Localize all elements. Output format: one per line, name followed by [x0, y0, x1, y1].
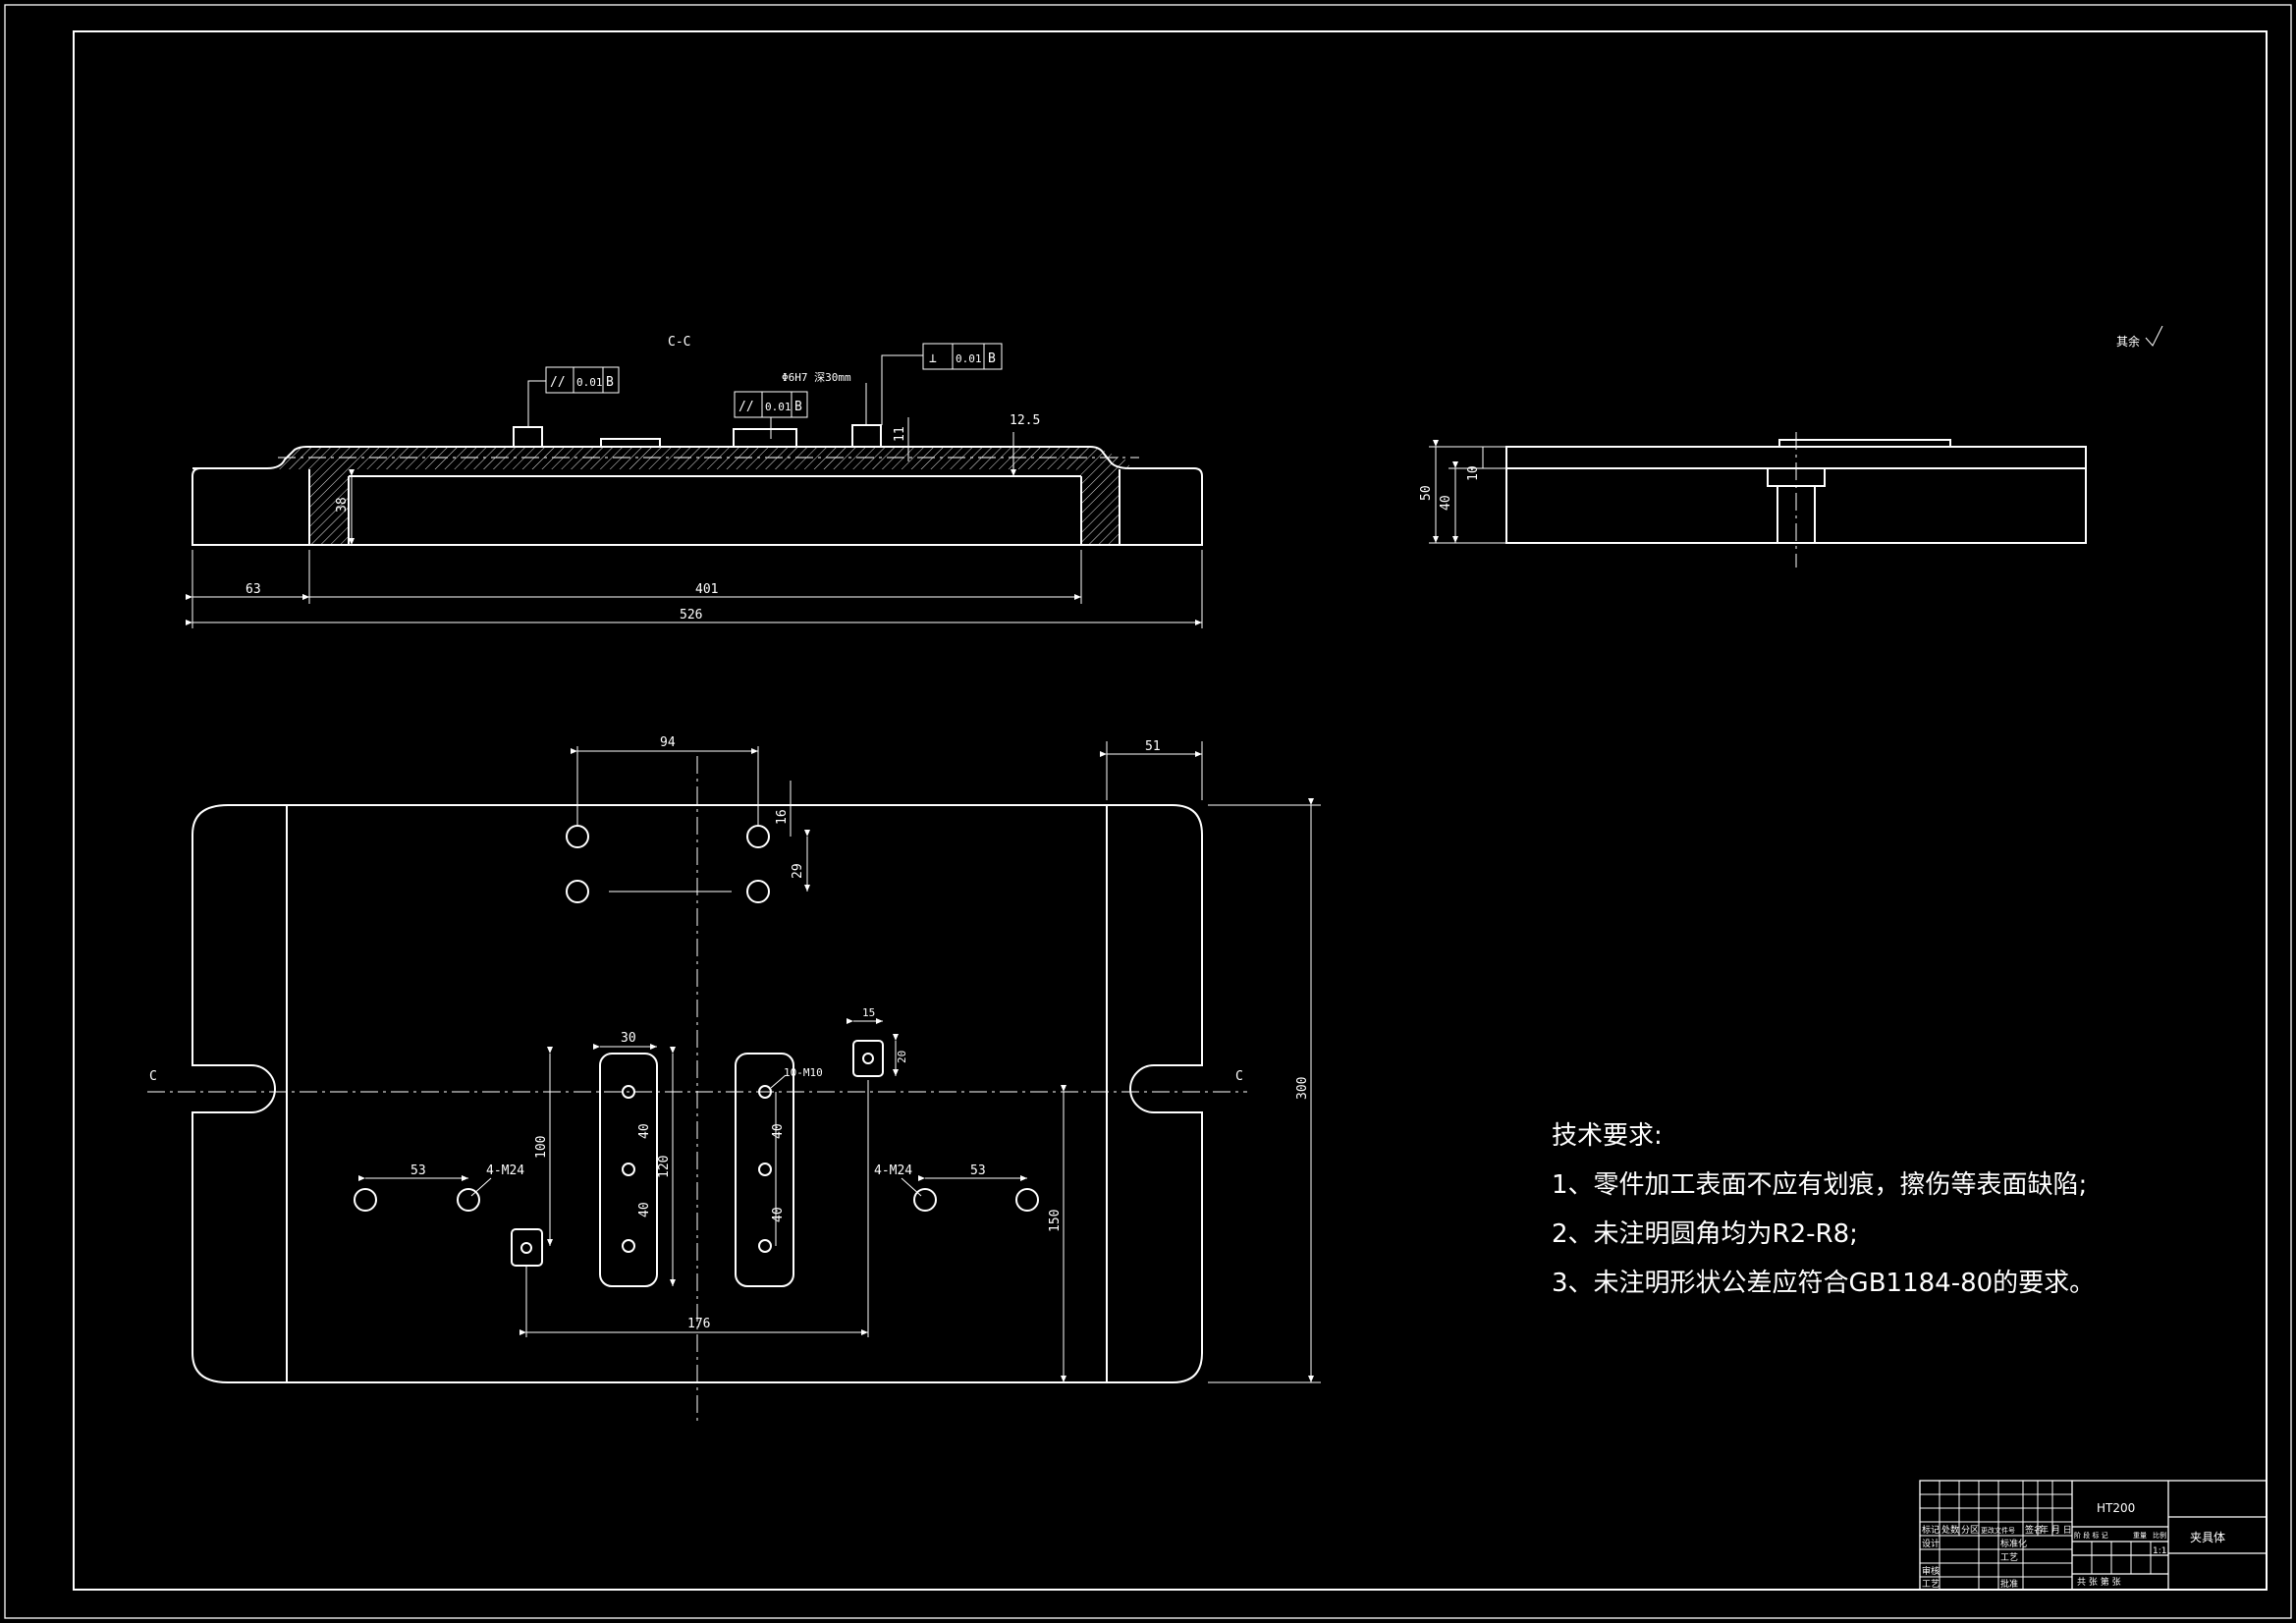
dim-15: 15 [862, 1006, 875, 1019]
hole [746, 825, 770, 848]
plan-view: C C 94 16 29 51 300 53 53 4-M [147, 735, 1321, 1424]
m24-label-left: 4-M24 [486, 1163, 524, 1178]
material: HT200 [2097, 1501, 2135, 1515]
section-mark-left: C [149, 1069, 157, 1084]
svg-text:B: B [606, 375, 614, 390]
dim-53-right: 53 [970, 1163, 986, 1178]
svg-text://: // [550, 375, 566, 390]
svg-text:阶 段 标 记: 阶 段 标 记 [2074, 1531, 2108, 1540]
dim-176: 176 [687, 1317, 710, 1331]
scale: 1:1 [2153, 1546, 2166, 1556]
svg-text:0.01: 0.01 [576, 376, 603, 389]
section-mark-right: C [1235, 1069, 1243, 1084]
m24-hole [913, 1188, 937, 1212]
m10-label: 10-M10 [784, 1066, 823, 1079]
svg-text:⊥: ⊥ [929, 352, 937, 366]
front-outline [191, 446, 1203, 546]
plate-outline [191, 804, 1203, 1383]
svg-text:B: B [988, 352, 996, 366]
hole [566, 880, 589, 903]
outer-border [4, 4, 2292, 1619]
dim-50: 50 [1419, 485, 1434, 501]
tol-parallel-1: // 0.01 B [527, 366, 620, 427]
svg-text:签名: 签名 [2025, 1524, 2043, 1536]
svg-text:工艺: 工艺 [2000, 1552, 2018, 1563]
dim-150: 150 [1048, 1210, 1063, 1232]
svg-text:设计: 设计 [1922, 1538, 1940, 1549]
note-3: 3、未注明形状公差应符合GB1184-80的要求。 [1552, 1269, 2095, 1298]
dim-11: 11 [893, 426, 907, 442]
svg-text:B: B [794, 400, 802, 414]
m24-label-right: 4-M24 [874, 1163, 912, 1178]
boss-left [513, 426, 543, 448]
dim-40-d: 40 [771, 1207, 786, 1222]
m24-hole [354, 1188, 377, 1212]
roughness-icon [2145, 325, 2163, 347]
svg-text:处数: 处数 [1941, 1524, 1959, 1536]
svg-text:标记: 标记 [1922, 1524, 1940, 1536]
svg-text:批准: 批准 [2000, 1578, 2018, 1590]
dim-94: 94 [660, 735, 676, 750]
dim-63: 63 [246, 582, 261, 597]
tol-perpendicular: ⊥ 0.01 B [881, 343, 1003, 425]
dim-401: 401 [695, 582, 718, 597]
boss-right [851, 424, 882, 448]
dim-100: 100 [534, 1136, 549, 1159]
svg-text:年 月 日: 年 月 日 [2040, 1524, 2072, 1536]
m24-hole [1015, 1188, 1039, 1212]
svg-text:更改文件号: 更改文件号 [1981, 1526, 2015, 1535]
part-name: 夹具体 [2190, 1531, 2225, 1544]
dim-30: 30 [621, 1031, 636, 1046]
dim-40-c: 40 [771, 1123, 786, 1139]
dim-40: 40 [1439, 495, 1453, 511]
dim-40-a: 40 [637, 1123, 652, 1139]
svg-text:比例: 比例 [2153, 1531, 2166, 1540]
dim-40-b: 40 [637, 1202, 652, 1217]
pin-note: Φ6H7 深30mm [782, 371, 851, 384]
dim-51: 51 [1145, 739, 1161, 754]
dim-20: 20 [896, 1051, 908, 1063]
hole [566, 825, 589, 848]
slot-left [599, 1053, 658, 1287]
svg-text:重量: 重量 [2133, 1532, 2147, 1540]
dim-29: 29 [791, 863, 805, 879]
dim-526: 526 [680, 608, 702, 622]
dim-53-left: 53 [410, 1163, 426, 1178]
svg-text://: // [738, 400, 754, 414]
note-1: 1、零件加工表面不应有划痕，擦伤等表面缺陷; [1552, 1170, 2087, 1200]
hole [746, 880, 770, 903]
key-block [511, 1228, 543, 1267]
dim-12-5: 12.5 [1010, 413, 1040, 428]
svg-text:0.01: 0.01 [765, 401, 792, 413]
roughness-note: 其余 [2116, 334, 2140, 349]
svg-text:工艺: 工艺 [1922, 1579, 1940, 1590]
notes-title: 技术要求: [1552, 1121, 1663, 1151]
dim-10: 10 [1466, 465, 1481, 481]
inner-frame [73, 30, 2268, 1591]
technical-notes: 技术要求: 1、零件加工表面不应有划痕，擦伤等表面缺陷; 2、未注明圆角均为R2… [1552, 1121, 2095, 1298]
note-2: 2、未注明圆角均为R2-R8; [1552, 1219, 1858, 1249]
section-label: C-C [668, 335, 690, 350]
svg-text:标准化: 标准化 [2000, 1538, 2027, 1549]
title-block: 标记 处数 分区 更改文件号 签名 年 月 日 设计 标准化 审核 工艺 工艺 … [1919, 1480, 2268, 1591]
side-view: 50 40 10 其余 [1419, 325, 2163, 568]
dim-16: 16 [775, 809, 790, 825]
tol-parallel-2: // 0.01 B [734, 391, 808, 439]
svg-text:审核: 审核 [1922, 1565, 1940, 1577]
svg-text:分区: 分区 [1961, 1525, 1979, 1536]
dim-120: 120 [657, 1156, 672, 1178]
front-section-view: C-C 63 401 526 38 12.5 11 [186, 335, 1203, 628]
m24-hole [457, 1188, 480, 1212]
dim-38: 38 [335, 497, 350, 513]
slot-right [735, 1053, 794, 1287]
key-block [852, 1040, 884, 1077]
dim-300: 300 [1295, 1077, 1310, 1100]
svg-text:0.01: 0.01 [956, 352, 982, 365]
svg-text:共 张 第 张: 共 张 第 张 [2077, 1576, 2121, 1588]
